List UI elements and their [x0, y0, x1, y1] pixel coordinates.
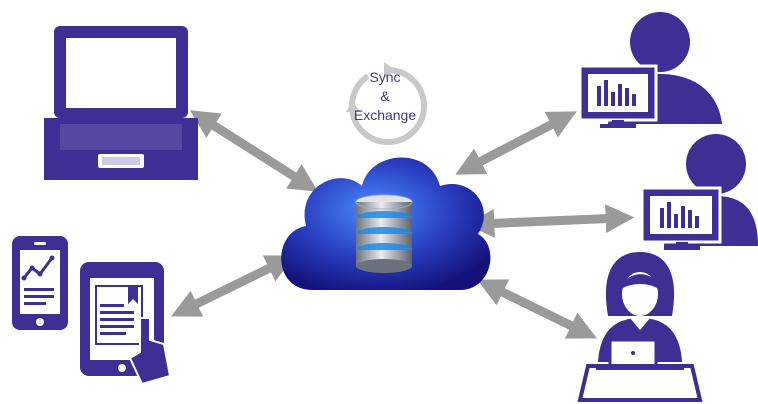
laptop-icon — [44, 26, 198, 180]
sync-label-line1: Sync — [369, 69, 400, 85]
sync-label-line2: & — [380, 88, 390, 104]
tablet-document-touch-icon — [80, 262, 172, 386]
arrows — [171, 110, 635, 339]
smartphone-chart-icon — [12, 236, 68, 330]
arrow-woman-cloud — [477, 279, 597, 339]
user-monitor-chart-icon — [640, 134, 758, 250]
woman-laptop-icon — [577, 252, 703, 402]
arrow-tablet-cloud — [171, 255, 295, 317]
user-monitor-chart-icon — [578, 12, 722, 128]
arrow-user2-cloud — [465, 204, 635, 238]
arrow-user1-cloud — [455, 111, 577, 175]
sync-cycle-icon — [346, 62, 427, 145]
sync-label-line3: Exchange — [354, 107, 416, 123]
cloud-database-icon — [281, 157, 491, 290]
arrow-laptop-cloud — [189, 110, 319, 192]
database-icon — [355, 194, 413, 273]
